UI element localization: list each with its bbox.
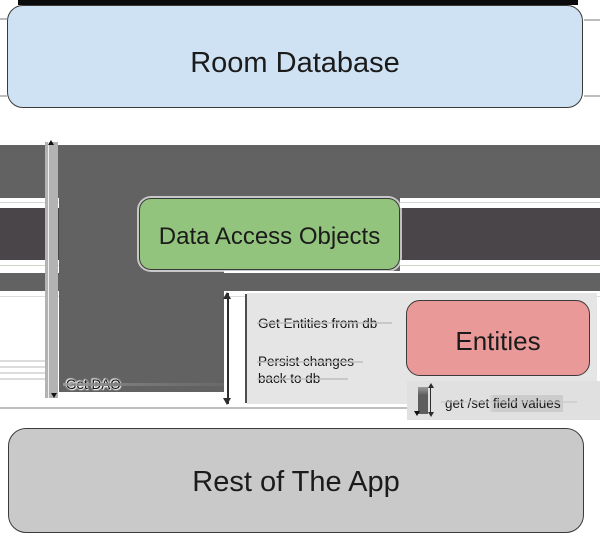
down-arrowhead-icon bbox=[51, 393, 57, 398]
room-database-label: Room Database bbox=[190, 47, 400, 79]
entities-app-arrow bbox=[430, 385, 431, 415]
up-arrowhead-icon bbox=[223, 292, 231, 299]
room-node-top-edge bbox=[18, 0, 578, 5]
up-arrowhead-icon bbox=[48, 140, 54, 145]
get-set-fields-label: get /set field values bbox=[443, 395, 563, 412]
edge-artifact-tick bbox=[0, 18, 7, 20]
rest-of-app-node: Rest of The App bbox=[8, 428, 584, 533]
entities-app-connector-bar bbox=[418, 387, 428, 414]
connector-bar-highlight bbox=[48, 142, 49, 398]
app-to-room-connector-bar bbox=[45, 142, 58, 398]
entities-panel-left-border bbox=[245, 294, 247, 403]
down-arrowhead-icon bbox=[414, 411, 420, 416]
label-streak-artifact bbox=[257, 378, 348, 380]
horizontal-rule-artifact bbox=[0, 407, 600, 409]
dao-label: Data Access Objects bbox=[158, 222, 381, 250]
connector-stripes-artifact bbox=[0, 360, 47, 382]
label-streak-artifact bbox=[257, 322, 392, 324]
room-database-node: Room Database bbox=[7, 5, 583, 108]
entities-label: Entities bbox=[455, 326, 541, 356]
label-streak-artifact bbox=[257, 361, 363, 363]
edge-artifact-tick bbox=[584, 95, 600, 97]
down-arrowhead-icon bbox=[428, 412, 434, 417]
label-streak-artifact bbox=[441, 401, 577, 403]
down-arrowhead-icon bbox=[223, 398, 231, 405]
dao-node: Data Access Objects bbox=[139, 198, 400, 270]
dao-app-arrow bbox=[227, 293, 229, 404]
edge-artifact-tick bbox=[0, 95, 7, 97]
entities-node: Entities bbox=[406, 300, 590, 376]
get-dao-arrow-shaft bbox=[63, 383, 224, 386]
edge-artifact-tick bbox=[584, 19, 600, 21]
up-arrowhead-icon bbox=[428, 383, 434, 388]
rest-of-app-label: Rest of The App bbox=[192, 466, 400, 498]
